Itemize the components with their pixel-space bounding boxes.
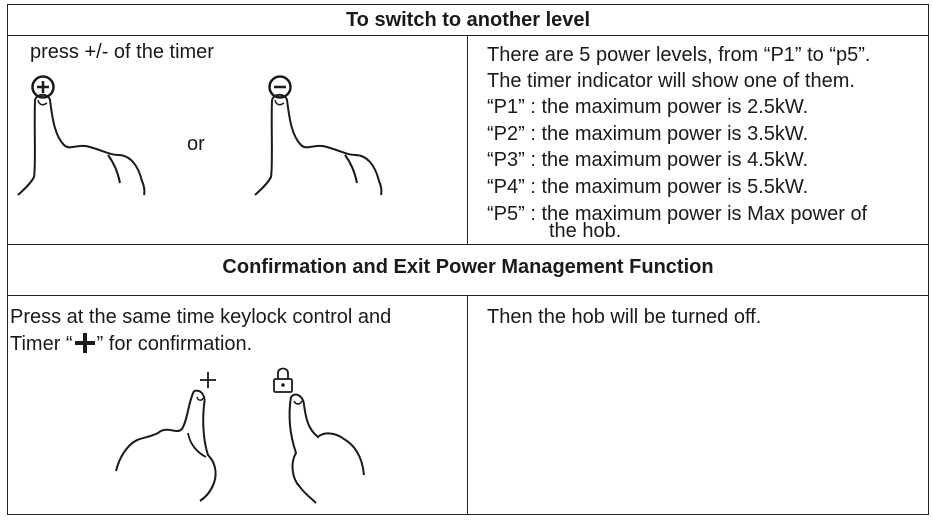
plus-icon (200, 372, 216, 388)
plus-circle-icon (31, 75, 55, 99)
hand-press-plus-illustration (17, 75, 383, 196)
power-level-p5-continuation: the hob. (549, 220, 622, 242)
timer-indicator-note: The timer indicator will show one of the… (487, 70, 855, 92)
divider (8, 244, 928, 245)
timer-instruction: press +/- of the timer (30, 41, 214, 63)
hob-turned-off-note: Then the hob will be turned off. (487, 306, 762, 328)
section-header-switch-level: To switch to another level (345, 9, 591, 31)
or-label: or (187, 133, 205, 155)
power-level-p5: “P5” : the maximum power is Max power of (487, 203, 868, 225)
section-header-confirmation: Confirmation and Exit Power Management F… (222, 256, 714, 278)
lock-icon (273, 367, 293, 393)
instruction-table: To switch to another level press +/- of … (7, 4, 929, 515)
power-levels-intro: There are 5 power levels, from “P1” to “… (487, 44, 871, 66)
power-level-p2: “P2” : the maximum power is 3.5kW. (487, 123, 809, 145)
divider (8, 295, 928, 296)
divider (8, 35, 928, 36)
power-level-p3: “P3” : the maximum power is 4.5kW. (487, 149, 809, 171)
column-divider (467, 35, 468, 244)
power-level-p4: “P4” : the maximum power is 5.5kW. (487, 176, 809, 198)
column-divider (467, 295, 468, 515)
two-hands-press-illustration (115, 367, 365, 504)
minus-circle-icon (268, 75, 292, 99)
power-level-p1: “P1” : the maximum power is 2.5kW. (487, 96, 809, 118)
confirmation-instruction-line2: Timer “” for confirmation. (10, 333, 253, 355)
plus-icon (73, 333, 97, 353)
confirmation-instruction-line1: Press at the same time keylock control a… (10, 306, 392, 328)
